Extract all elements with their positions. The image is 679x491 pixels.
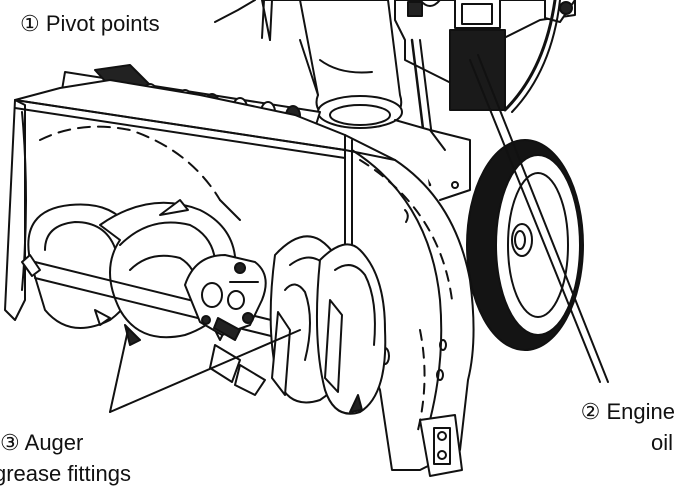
pivot-callout-number: ① — [20, 11, 40, 36]
leader-lines — [109, 0, 609, 413]
leader-auger-a — [109, 329, 129, 413]
wheel — [466, 139, 584, 351]
engine-oil-label-line2: oil — [651, 431, 673, 455]
pivot-points-label: ① Pivot points — [20, 12, 160, 36]
leader-engine-2 — [477, 54, 609, 383]
auger-grease-label: ③ Auger — [0, 431, 83, 455]
leader-engine — [469, 59, 601, 383]
leader-pivot — [214, 0, 256, 23]
auger-blades — [124, 324, 266, 396]
engine-callout-line1: Engine — [606, 399, 675, 424]
gearbox — [184, 254, 267, 341]
auger-callout-line2: grease fittings — [0, 461, 131, 486]
engine-callout-line2: oil — [650, 430, 673, 455]
discharge-chute — [261, 0, 403, 129]
pivot-callout-text: Pivot points — [45, 11, 160, 36]
engine-callout-number: ② — [580, 399, 601, 424]
auger-callout-number: ③ — [0, 430, 20, 455]
frame — [394, 119, 471, 201]
leader-auger-b — [109, 329, 301, 413]
auger-callout-line1: Auger — [24, 430, 84, 455]
auger-grease-label-line2: grease fittings — [0, 462, 131, 486]
engine-oil-label: ② Engine — [581, 400, 675, 424]
auger-right — [269, 235, 387, 415]
